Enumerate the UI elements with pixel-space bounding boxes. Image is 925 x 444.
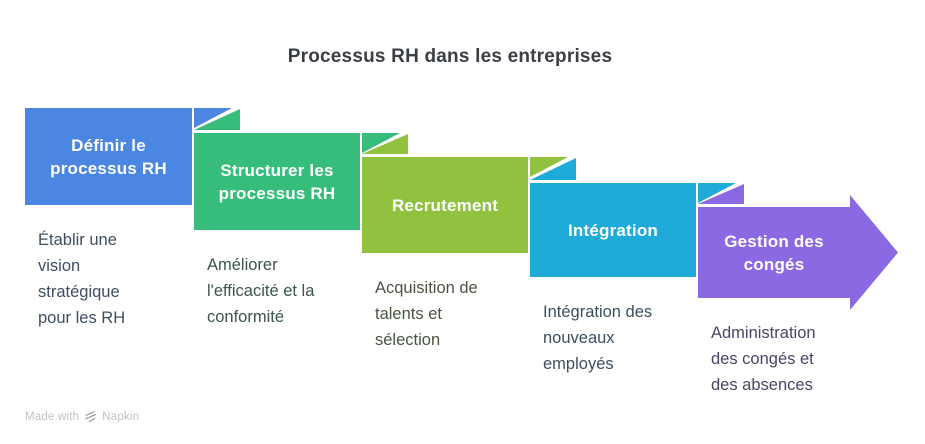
step-description-1: Établir une vision stratégique pour les … [38, 231, 126, 327]
step-label-text: Gestion des congés [724, 231, 824, 274]
napkin-logo-icon [85, 411, 97, 423]
step-description-4: Intégration des nouveaux employés [543, 303, 653, 373]
step-label-3: Recrutement [362, 157, 528, 253]
step-label-4: Intégration [530, 183, 696, 277]
step-4-fold [530, 158, 576, 180]
step-3-body [362, 157, 528, 253]
watermark-prefix: Made with [25, 410, 80, 423]
step-4-body [530, 183, 696, 277]
step-5-arrow-body [698, 195, 898, 310]
page-title: Processus RH dans les entreprises [287, 46, 613, 67]
watermark-brand: Napkin [102, 410, 140, 423]
step-3-fold [362, 134, 408, 154]
step-label-2: Structurer les processus RH [194, 133, 360, 230]
step-5-fold [698, 184, 744, 204]
step-3-fold-back [530, 157, 568, 177]
step-description-5: Administration des congés et des absence… [711, 324, 816, 394]
step-2-fold-back [362, 133, 400, 153]
step-label-5: Gestion des congés [698, 207, 850, 298]
step-2-body [194, 133, 360, 230]
step-label-text: Recrutement [391, 195, 499, 215]
step-label-text: Définir le processus RH [50, 135, 167, 178]
watermark: Made with Napkin [25, 410, 139, 423]
step-description-2: Améliorer l'efficacité et la conformité [207, 256, 315, 326]
step-label-text: Structurer les processus RH [218, 160, 336, 203]
step-label-1: Définir le processus RH [25, 108, 192, 205]
step-4-fold-back [698, 183, 736, 203]
step-description-3: Acquisition de talents et sélection [375, 279, 478, 349]
step-label-text: Intégration [567, 220, 659, 240]
step-1-fold-back [194, 108, 232, 128]
step-2-fold [194, 109, 240, 130]
step-1-body [25, 108, 192, 205]
